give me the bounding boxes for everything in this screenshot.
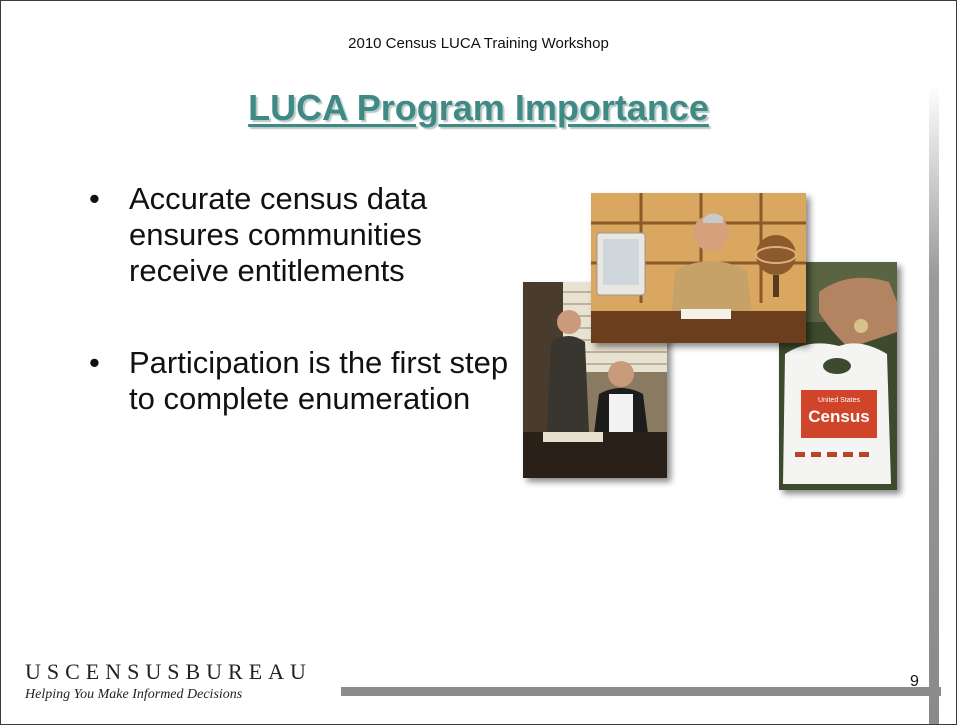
bullet-icon: • xyxy=(89,345,100,380)
page-number: 9 xyxy=(910,673,919,690)
bottom-accent-bar xyxy=(341,687,941,696)
census-bag-photo: United States Census xyxy=(779,262,897,490)
office-photo xyxy=(591,193,806,343)
right-accent-bar xyxy=(929,85,939,724)
workshop-header: 2010 Census LUCA Training Workshop xyxy=(348,35,609,52)
census-bureau-logo: USCENSUSBUREAU xyxy=(25,659,312,684)
bullet-text: Participation is the first step to compl… xyxy=(129,345,509,416)
bullet-icon: • xyxy=(89,181,100,216)
list-item: • Accurate census data ensures communiti… xyxy=(89,181,509,289)
slide-title: LUCA Program Importance xyxy=(248,87,709,128)
bag-sublabel: United States xyxy=(818,397,861,404)
bag-label: Census xyxy=(808,407,869,426)
bullet-text: Accurate census data ensures communities… xyxy=(129,181,428,288)
list-item: • Participation is the first step to com… xyxy=(89,345,509,417)
logo-tagline: Helping You Make Informed Decisions xyxy=(25,687,243,702)
bullet-list: • Accurate census data ensures communiti… xyxy=(89,181,509,473)
